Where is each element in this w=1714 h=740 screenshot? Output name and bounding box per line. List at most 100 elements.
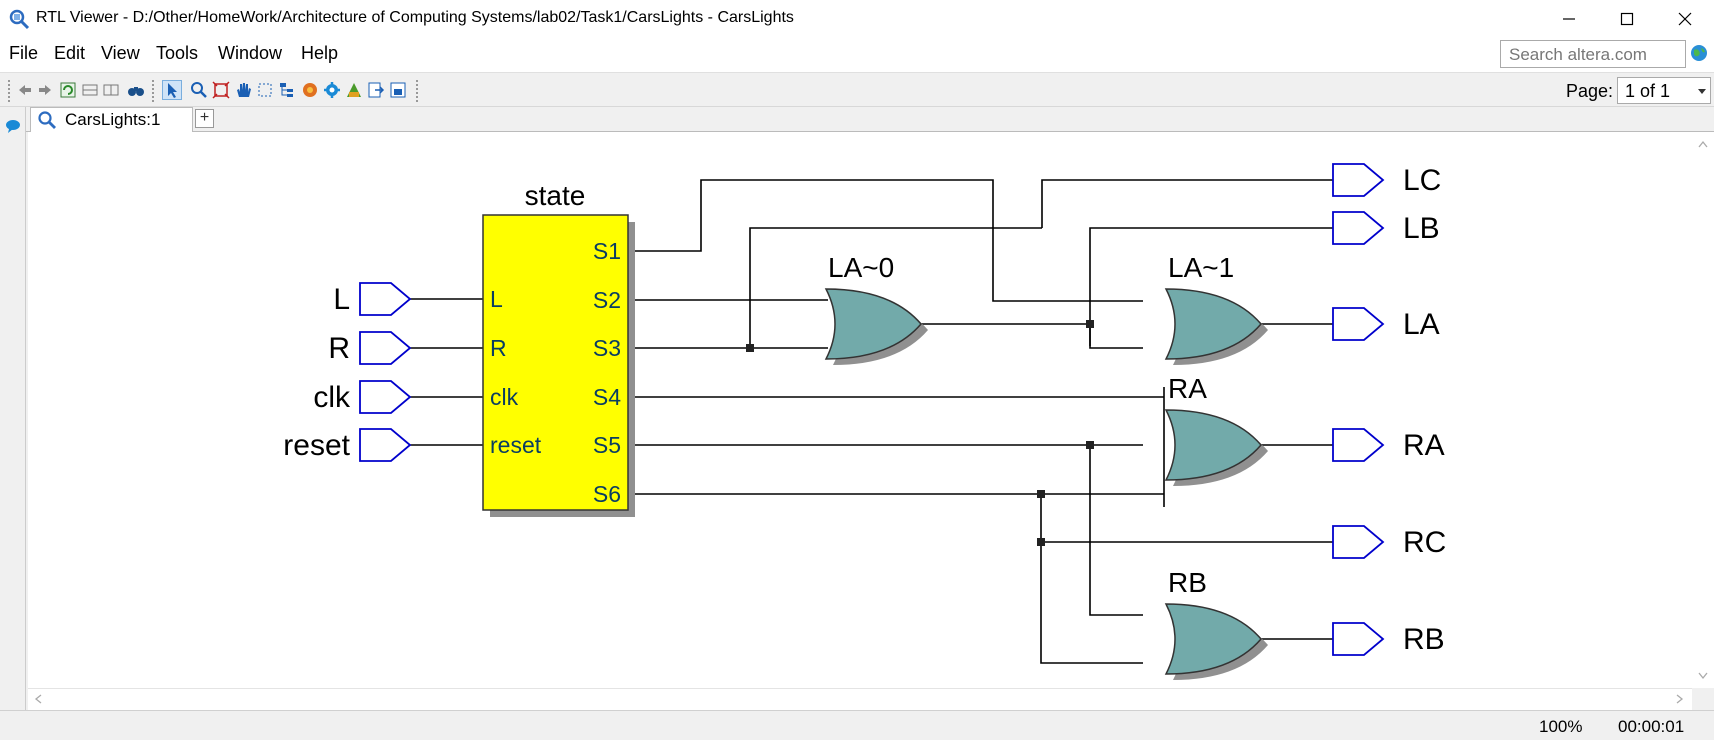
search-input[interactable] <box>1507 42 1681 68</box>
rtl-viewer-app-icon <box>9 9 30 30</box>
output-label-RB: RB <box>1403 623 1445 656</box>
horizontal-scrollbar[interactable] <box>28 688 1692 710</box>
output-label-RC: RC <box>1403 526 1446 559</box>
menu-help[interactable]: Help <box>301 43 339 63</box>
tab-carslights[interactable]: CarsLights:1 <box>30 107 193 132</box>
gate-label-ra: RA <box>1168 373 1207 404</box>
select-pointer-icon[interactable] <box>162 80 182 100</box>
junctions <box>746 320 1094 546</box>
menu-edit[interactable]: Edit <box>54 43 86 63</box>
input-port-reset[interactable] <box>359 428 412 462</box>
input-label-R: R <box>328 332 350 365</box>
status-bar: 100% 00:00:01 <box>0 710 1714 740</box>
output-port-LA[interactable] <box>1332 307 1385 341</box>
gate-ra[interactable]: RA <box>1165 373 1268 486</box>
pin-S2: S2 <box>593 287 621 313</box>
page-select-value: 1 of 1 <box>1625 81 1671 101</box>
output-label-RA: RA <box>1403 429 1445 462</box>
output-label-LC: LC <box>1403 164 1441 197</box>
scroll-up-icon[interactable] <box>1698 140 1708 148</box>
scroll-right-icon[interactable] <box>1676 694 1684 704</box>
output-label-LA: LA <box>1403 308 1440 341</box>
settings-gear-icon[interactable] <box>323 81 341 99</box>
input-port-L[interactable] <box>359 282 412 316</box>
left-side-strip <box>0 107 26 740</box>
chevron-down-icon <box>1698 89 1706 94</box>
add-tab-button[interactable]: + <box>195 109 214 128</box>
toolbar-grip <box>416 80 421 102</box>
input-label-reset: reset <box>283 429 350 462</box>
area-select-icon[interactable] <box>256 81 274 99</box>
scroll-down-icon[interactable] <box>1698 672 1708 680</box>
menu-view[interactable]: View <box>101 43 140 63</box>
input-port-clk[interactable] <box>359 380 412 414</box>
scroll-left-icon[interactable] <box>34 694 42 704</box>
zoom-level: 100% <box>1539 717 1583 736</box>
output-port-RA[interactable] <box>1332 428 1385 462</box>
maximize-icon <box>1620 12 1634 26</box>
gate-la0[interactable]: LA~0 <box>825 252 928 365</box>
pin-S5: S5 <box>593 432 621 458</box>
pin-S1: S1 <box>593 238 621 264</box>
minimize-button[interactable] <box>1540 0 1598 38</box>
schematic-canvas[interactable]: state L R clk reset S1 S2 S3 S4 S5 S6 L <box>28 132 1692 688</box>
gate-rb[interactable]: RB <box>1165 567 1268 680</box>
pin-reset: reset <box>490 432 542 458</box>
output-label-LB: LB <box>1403 212 1440 245</box>
gate-label-rb: RB <box>1168 567 1207 598</box>
state-register-block[interactable]: state L R clk reset S1 S2 S3 S4 S5 S6 <box>482 180 635 517</box>
pin-clk: clk <box>490 384 519 410</box>
toolbar-grip <box>152 80 157 102</box>
pin-S3: S3 <box>593 335 621 361</box>
back-icon[interactable] <box>16 81 34 99</box>
window-title: RTL Viewer - D:/Other/HomeWork/Architect… <box>36 9 794 26</box>
globe-icon[interactable] <box>1690 44 1708 62</box>
vertical-scrollbar[interactable] <box>1692 132 1714 688</box>
gate-la1[interactable]: LA~1 <box>1165 252 1268 365</box>
output-port-LC[interactable] <box>1332 163 1385 197</box>
elapsed-time: 00:00:01 <box>1618 717 1685 736</box>
export-icon[interactable] <box>367 81 385 99</box>
menu-tools[interactable]: Tools <box>156 43 199 63</box>
page-label: Page: <box>1566 81 1614 101</box>
expand-icon[interactable] <box>102 81 120 99</box>
hierarchy-icon[interactable] <box>278 81 296 99</box>
netlist-navigator-icon[interactable] <box>301 81 319 99</box>
input-label-L: L <box>333 283 350 316</box>
gate-label-la0: LA~0 <box>828 252 894 283</box>
document-tab-bar: CarsLights:1 + <box>26 107 1714 132</box>
output-port-RB[interactable] <box>1332 622 1385 656</box>
hand-pan-icon[interactable] <box>234 81 252 99</box>
rtl-viewer-tab-icon <box>38 111 56 129</box>
page-select[interactable]: 1 of 1 <box>1617 77 1711 104</box>
chat-bubble-icon[interactable] <box>5 119 21 133</box>
close-button[interactable] <box>1656 0 1714 38</box>
input-port-R[interactable] <box>359 331 412 365</box>
menu-bar: File Edit View Tools Window Help <box>0 38 1714 72</box>
maximize-button[interactable] <box>1598 0 1656 38</box>
pin-S4: S4 <box>593 384 621 410</box>
find-binoculars-icon[interactable] <box>127 81 145 99</box>
refresh-icon[interactable] <box>59 81 77 99</box>
schematic-diagram: state L R clk reset S1 S2 S3 S4 S5 S6 L <box>283 163 1446 680</box>
print-icon[interactable] <box>389 81 407 99</box>
toolbar: Page: 1 of 1 <box>0 72 1714 107</box>
input-label-clk: clk <box>313 381 351 414</box>
forward-icon[interactable] <box>36 81 54 99</box>
output-port-LB[interactable] <box>1332 211 1385 245</box>
collapse-icon[interactable] <box>81 81 99 99</box>
state-block-name: state <box>525 180 586 211</box>
menu-window[interactable]: Window <box>218 43 283 63</box>
output-port-RC[interactable] <box>1332 525 1385 559</box>
tab-label: CarsLights:1 <box>65 110 161 129</box>
title-bar: RTL Viewer - D:/Other/HomeWork/Architect… <box>0 0 1714 38</box>
toolbar-grip <box>8 80 13 102</box>
pin-R: R <box>490 335 507 361</box>
zoom-icon[interactable] <box>190 81 208 99</box>
chip-planner-icon[interactable] <box>345 81 363 99</box>
fit-window-icon[interactable] <box>212 81 230 99</box>
close-icon <box>1678 12 1692 26</box>
menu-file[interactable]: File <box>9 43 39 63</box>
search-box <box>1500 40 1686 68</box>
pin-S6: S6 <box>593 481 621 507</box>
